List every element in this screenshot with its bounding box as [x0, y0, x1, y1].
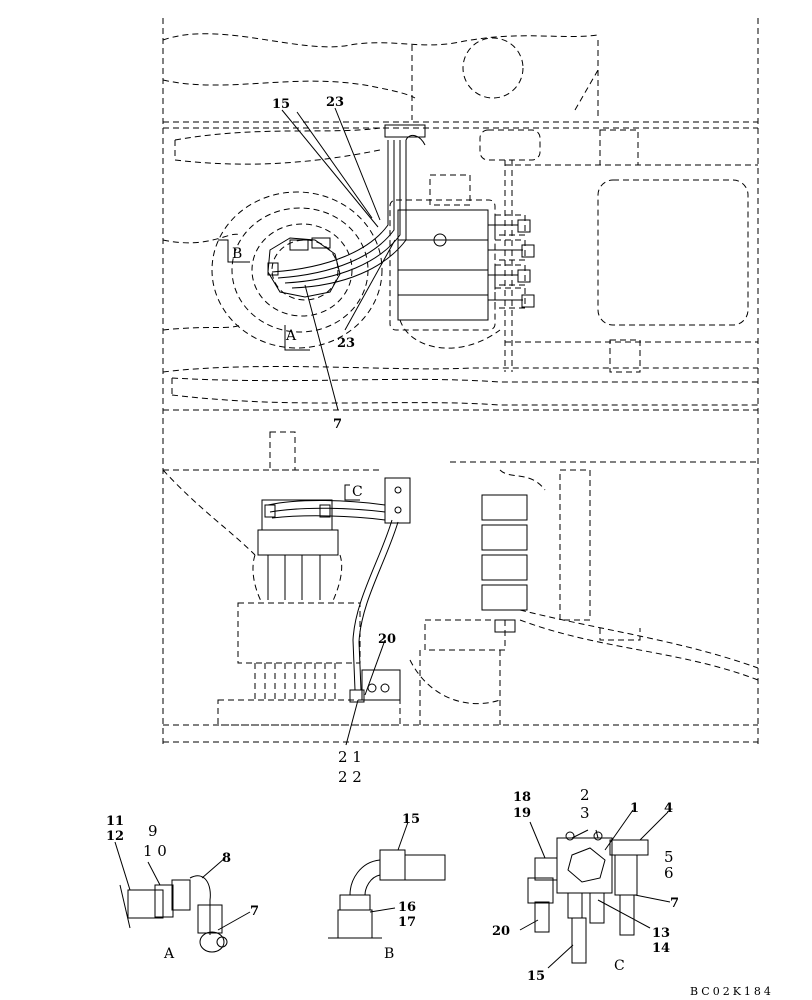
label-15-top: 15	[272, 97, 290, 112]
detail-b-drawing	[328, 821, 446, 939]
middle-view-hoses	[267, 499, 399, 703]
top-view-frame	[162, 18, 759, 745]
caption-b: B	[384, 946, 394, 962]
label-3: 3	[580, 804, 590, 822]
label-14: 14	[652, 941, 670, 956]
detail-a-labels: 11 12 9 1 0 8 7 A	[106, 814, 259, 962]
label-13: 13	[652, 926, 670, 941]
detail-c-drawing	[519, 809, 671, 969]
middle-view-frame	[162, 431, 759, 743]
label-22: 2 2	[338, 768, 362, 786]
label-23-bottom: 23	[337, 336, 355, 351]
label-21: 2 1	[338, 748, 362, 766]
middle-view-valve-block	[361, 477, 528, 701]
top-view-leaders	[281, 107, 396, 411]
middle-view-labels: C 20 2 1 2 2	[338, 484, 396, 786]
detail-c-labels: 18 19 2 3 1 4 5 6 7 20 13 14 15 C	[492, 786, 679, 984]
label-12: 12	[106, 829, 124, 844]
label-16: 16	[398, 900, 416, 915]
top-view-swivel-joint	[267, 237, 341, 298]
top-view-hoses	[271, 134, 426, 289]
label-15-detail-b: 15	[402, 812, 420, 827]
caption-a: A	[163, 946, 175, 962]
label-7-detail-c: 7	[670, 896, 679, 911]
label-7-top: 7	[333, 417, 342, 432]
label-20-middle: 20	[378, 632, 396, 647]
view-marker-a: A	[285, 328, 297, 344]
label-8: 8	[222, 851, 231, 866]
drawing-code: BC02K184	[690, 985, 774, 998]
middle-view-pump	[257, 499, 339, 600]
view-marker-b: B	[232, 246, 242, 262]
label-15-detail-c: 15	[527, 969, 545, 984]
top-view-valve-body	[384, 124, 535, 321]
label-10: 1 0	[143, 842, 167, 860]
label-9: 9	[148, 822, 158, 840]
top-view-labels: 15 23 23 7 B A	[232, 95, 355, 432]
label-11: 11	[106, 814, 124, 829]
label-1: 1	[630, 801, 639, 816]
label-17: 17	[398, 915, 416, 930]
caption-c: C	[614, 958, 625, 974]
label-19: 19	[513, 806, 531, 821]
label-6: 6	[664, 864, 674, 882]
detail-a-drawing	[114, 841, 251, 953]
label-23-top: 23	[326, 95, 344, 110]
top-view-section-marks	[218, 239, 310, 351]
label-18: 18	[513, 790, 531, 805]
label-2: 2	[580, 786, 590, 804]
label-5: 5	[664, 848, 674, 866]
middle-view-leaders	[344, 484, 386, 746]
detail-b-labels: 15 16 17 B	[384, 812, 420, 962]
label-7-detail-a: 7	[250, 904, 259, 919]
label-4: 4	[664, 801, 673, 816]
label-20-detail-c: 20	[492, 924, 510, 939]
view-marker-c: C	[352, 484, 363, 500]
